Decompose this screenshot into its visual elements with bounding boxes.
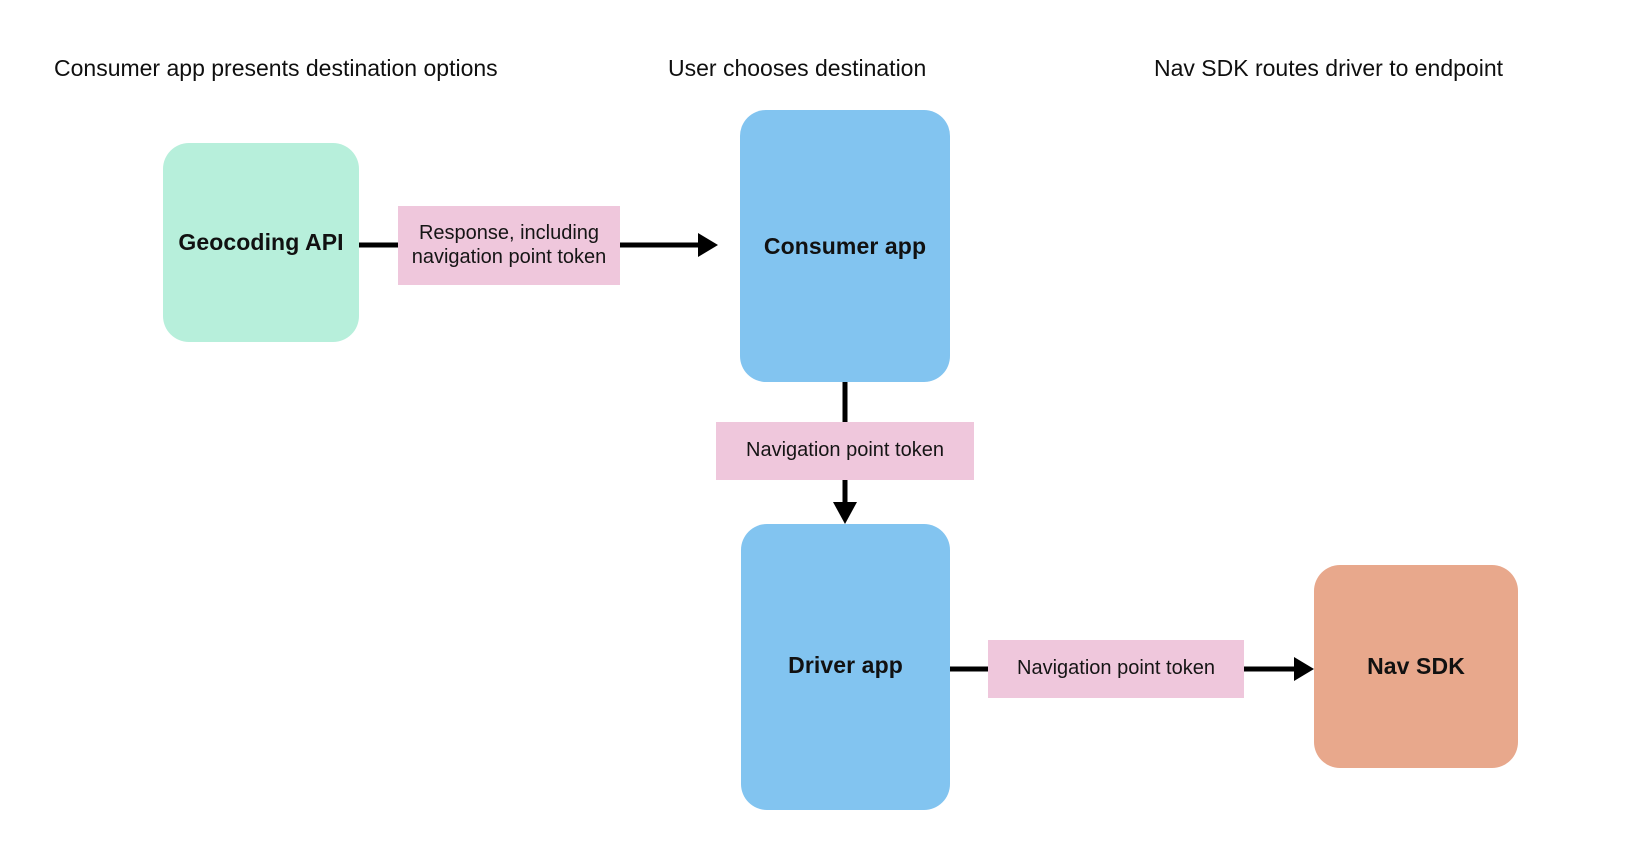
column-header-consumer-app-presents: Consumer app presents destination option… (54, 55, 498, 81)
node-consumer-app[interactable]: Consumer app (740, 110, 950, 382)
edge-label-response-including-navigation-point-token: Response, including navigation point tok… (398, 206, 620, 285)
column-header-user-chooses-destination: User chooses destination (668, 55, 927, 81)
node-driver-app[interactable]: Driver app (741, 524, 950, 810)
node-nav-sdk[interactable]: Nav SDK (1314, 565, 1518, 768)
edge-label-navigation-point-token-consumer-driver: Navigation point token (716, 422, 974, 480)
column-header-nav-sdk-routes-driver: Nav SDK routes driver to endpoint (1154, 55, 1504, 81)
edge-label-navigation-point-token-driver-navsdk: Navigation point token (988, 640, 1244, 698)
node-geocoding-api[interactable]: Geocoding API (163, 143, 359, 342)
